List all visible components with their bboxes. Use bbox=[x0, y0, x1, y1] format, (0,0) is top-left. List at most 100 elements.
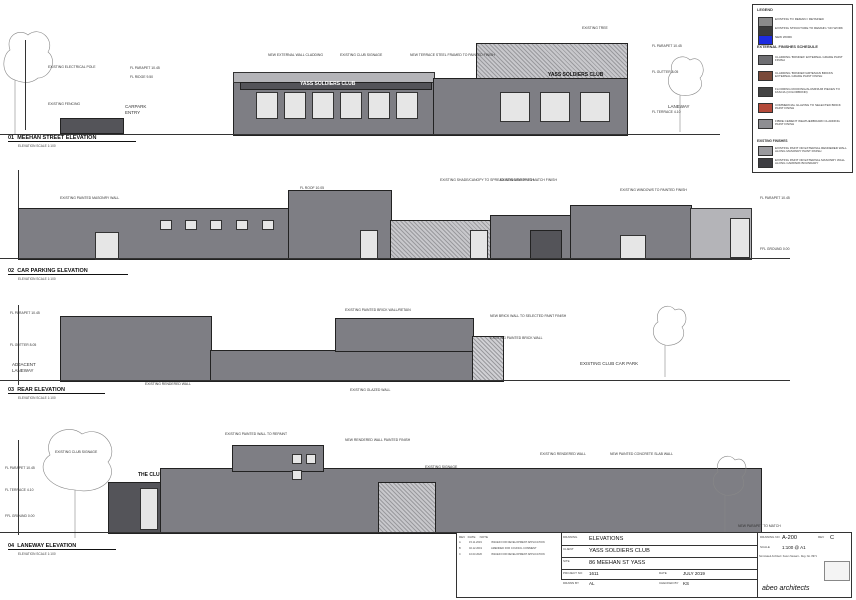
checked-value: KS bbox=[683, 581, 690, 586]
revision-rev: B bbox=[459, 547, 461, 550]
rear-stair-hatch bbox=[472, 336, 504, 382]
label-new-parapet: NEW PARAPET TO MATCH bbox=[738, 524, 781, 528]
level-gutter-rear: FL GUTTER 8.05 bbox=[10, 343, 37, 347]
tb-client-row: CLIENT YASS SOLDIERS CLUB bbox=[561, 545, 757, 558]
elevation-scale-3: ELEVATION SCALE 1:100 bbox=[18, 396, 56, 400]
label-existing-club-car-park: EXISTING CLUB CAR PARK bbox=[580, 361, 639, 366]
elevation-scale-4: ELEVATION SCALE 1:100 bbox=[18, 552, 56, 556]
rear-block-mid bbox=[335, 318, 474, 352]
window-3 bbox=[312, 92, 334, 119]
level-ground-cp: FFL GROUND 0.00 bbox=[760, 247, 790, 251]
rev-value: C bbox=[830, 535, 835, 541]
window-5 bbox=[368, 92, 390, 119]
scale-label: SCALE bbox=[760, 545, 770, 549]
ground-line-1 bbox=[0, 134, 720, 135]
legend-swatch bbox=[758, 35, 773, 45]
site-value: 86 MEEHAN ST YASS bbox=[589, 560, 646, 566]
firm-address: Nominated Architect: Karen Stewart - Reg… bbox=[759, 555, 817, 558]
window-8 bbox=[540, 92, 570, 122]
legend-label: CLADDING 'BONDEK' EXTERNAL GRADE PAINT F… bbox=[775, 55, 843, 63]
sign-yass-soldiers-club-1: YASS SOLDIERS CLUB bbox=[300, 81, 356, 87]
revision-note: AMENDED FOR COUNCIL COMMENT bbox=[491, 547, 537, 550]
scale-value: 1:100 @ A1 bbox=[782, 545, 806, 550]
tb-right-panel: DRAWING NO A-200 REV C SCALE 1:100 @ A1 … bbox=[757, 533, 852, 597]
rear-low-wall bbox=[210, 350, 474, 382]
car-parking-elevation: EXISTING PAINTED MASONRY WALL EXISTING S… bbox=[0, 150, 856, 290]
date-value: JULY 2019 bbox=[683, 571, 705, 576]
level-parapet-cp: FL PARAPET 10.45 bbox=[760, 196, 790, 200]
tree-outline-lane-right bbox=[712, 455, 747, 533]
cp-window-4 bbox=[236, 220, 248, 230]
legend-existing-title: EXISTING FINISHES bbox=[757, 139, 788, 143]
lane-wall-long bbox=[160, 468, 762, 534]
legend-label: EXISTING STRUCTURE TO REMAIN / NO WORK bbox=[775, 26, 843, 30]
elevation-scale-2: ELEVATION SCALE 1:100 bbox=[18, 277, 56, 281]
label-external-wall-cladding: NEW EXTERNAL WALL CLADDING bbox=[268, 53, 324, 57]
rear-block-left bbox=[60, 316, 212, 382]
meehan-street-elevation: EXISTING ELECTRICAL POLE EXISTING FENCIN… bbox=[0, 0, 750, 150]
label-carpark-entry: CARPARK ENTRY bbox=[125, 104, 147, 115]
level-terrace-2: FL TERRACE 4.10 bbox=[652, 110, 681, 114]
legend-label: NEW WORK bbox=[775, 35, 793, 39]
lane-window-2 bbox=[292, 454, 302, 464]
drawing-value: ELEVATIONS bbox=[589, 536, 624, 542]
club-tower-hatched bbox=[476, 43, 628, 80]
legend-schedule-title: EXTERNAL FINISHES SCHEDULE bbox=[757, 45, 818, 49]
legend-swatch bbox=[758, 103, 773, 113]
legend-label: EXISTING PAINT OR EXTERNAL MASONRY WALL … bbox=[775, 158, 845, 166]
laneway-elevation: THE CLUB EXISTING CLUB SIGNAGE EXISTING … bbox=[0, 410, 856, 560]
legend-label: FIBRE CEMENT WEATHERBOARD CLADDING PAINT… bbox=[775, 119, 840, 127]
cp-window-3 bbox=[210, 220, 222, 230]
drawing-no-label: DRAWING NO bbox=[760, 535, 780, 539]
window-6 bbox=[396, 92, 418, 119]
site-label: SITE bbox=[563, 559, 570, 563]
label-existing-fencing: EXISTING FENCING bbox=[48, 102, 81, 106]
cp-roller-door bbox=[530, 230, 562, 260]
label-rendered-wall: EXISTING RENDERED WALL bbox=[145, 382, 191, 386]
club-canopy bbox=[240, 82, 432, 90]
firm-name: abeo architects bbox=[762, 585, 810, 592]
label-rendered-wall-lane: EXISTING RENDERED WALL bbox=[540, 452, 586, 456]
legend-swatch bbox=[758, 158, 773, 168]
ground-line-3 bbox=[0, 380, 790, 381]
revision-date: 02.12.2019 bbox=[469, 547, 482, 550]
label-existing-tree: EXISTING TREE bbox=[582, 26, 608, 30]
tb-drawn-row: DRAWN BY AL CHECKED BY KS bbox=[561, 579, 757, 589]
cp-door-3 bbox=[470, 230, 488, 260]
legend-label: EXISTING TO REMAIN / RETAINED bbox=[775, 17, 824, 21]
legend-swatch bbox=[758, 71, 773, 81]
elevation-title-1: 01 MEEHAN STREET ELEVATION bbox=[8, 135, 137, 142]
window-9 bbox=[580, 92, 610, 122]
checked-label: CHECKED BY bbox=[659, 581, 679, 585]
label-terrace-steel: NEW TERRACE STEEL FRAMED TO PAINTED FINI… bbox=[410, 53, 495, 57]
revision-date: 15.11.2019 bbox=[469, 541, 482, 544]
legend-label: COMMERCIAL GLAZING TO SELECTED BRICK PAI… bbox=[775, 103, 841, 111]
label-new-brick-wall: NEW BRICK WALL TO SELECTED PAINT FINISH bbox=[490, 314, 567, 318]
drawing-no-value: A-200 bbox=[782, 535, 797, 541]
level-parapet-rear: FL PARAPET 10.45 bbox=[10, 311, 40, 315]
legend-label: EXISTING PAINT OR EXTERNAL RENDERED WALL… bbox=[775, 146, 847, 154]
level-parapet-2: FL PARAPET 10.45 bbox=[652, 44, 682, 48]
label-painted-wall: EXISTING PAINTED WALL TO REPAINT bbox=[225, 432, 288, 436]
label-club-signage: EXISTING CLUB SIGNAGE bbox=[340, 53, 383, 57]
cp-window-6 bbox=[620, 235, 646, 260]
label-glazed-wall: EXISTING GLAZED WALL bbox=[350, 388, 391, 392]
fence-wall bbox=[60, 118, 124, 134]
legend-swatch bbox=[758, 55, 773, 65]
cp-window-1 bbox=[160, 220, 172, 230]
client-value: YASS SOLDIERS CLUB bbox=[589, 548, 650, 554]
legend-swatch bbox=[758, 119, 773, 129]
elevation-scale-1: ELEVATION SCALE 1:100 bbox=[18, 144, 56, 148]
legend-label: FLOORING ROOFING/ALUMINIUM PIECES TO FAS… bbox=[775, 87, 840, 95]
rev-header: REV DATE NOTE bbox=[459, 535, 488, 539]
elevation-title-2: 02 CAR PARKING ELEVATION bbox=[8, 268, 128, 275]
label-new-painted-fence: NEW PAINTED CONCRETE SLAB WALL bbox=[610, 452, 673, 456]
sign-yass-soldiers-club-2: YASS SOLDIERS CLUB bbox=[548, 72, 604, 78]
lane-window-4 bbox=[292, 470, 302, 480]
label-new-rendered-wall: NEW RENDERED WALL PAINTED FINISH bbox=[345, 438, 411, 442]
ground-line-4 bbox=[0, 532, 790, 533]
lane-window-1 bbox=[140, 488, 158, 530]
revision-note: ISSUED FOR DEVELOPMENT APPLICATION bbox=[491, 541, 545, 544]
